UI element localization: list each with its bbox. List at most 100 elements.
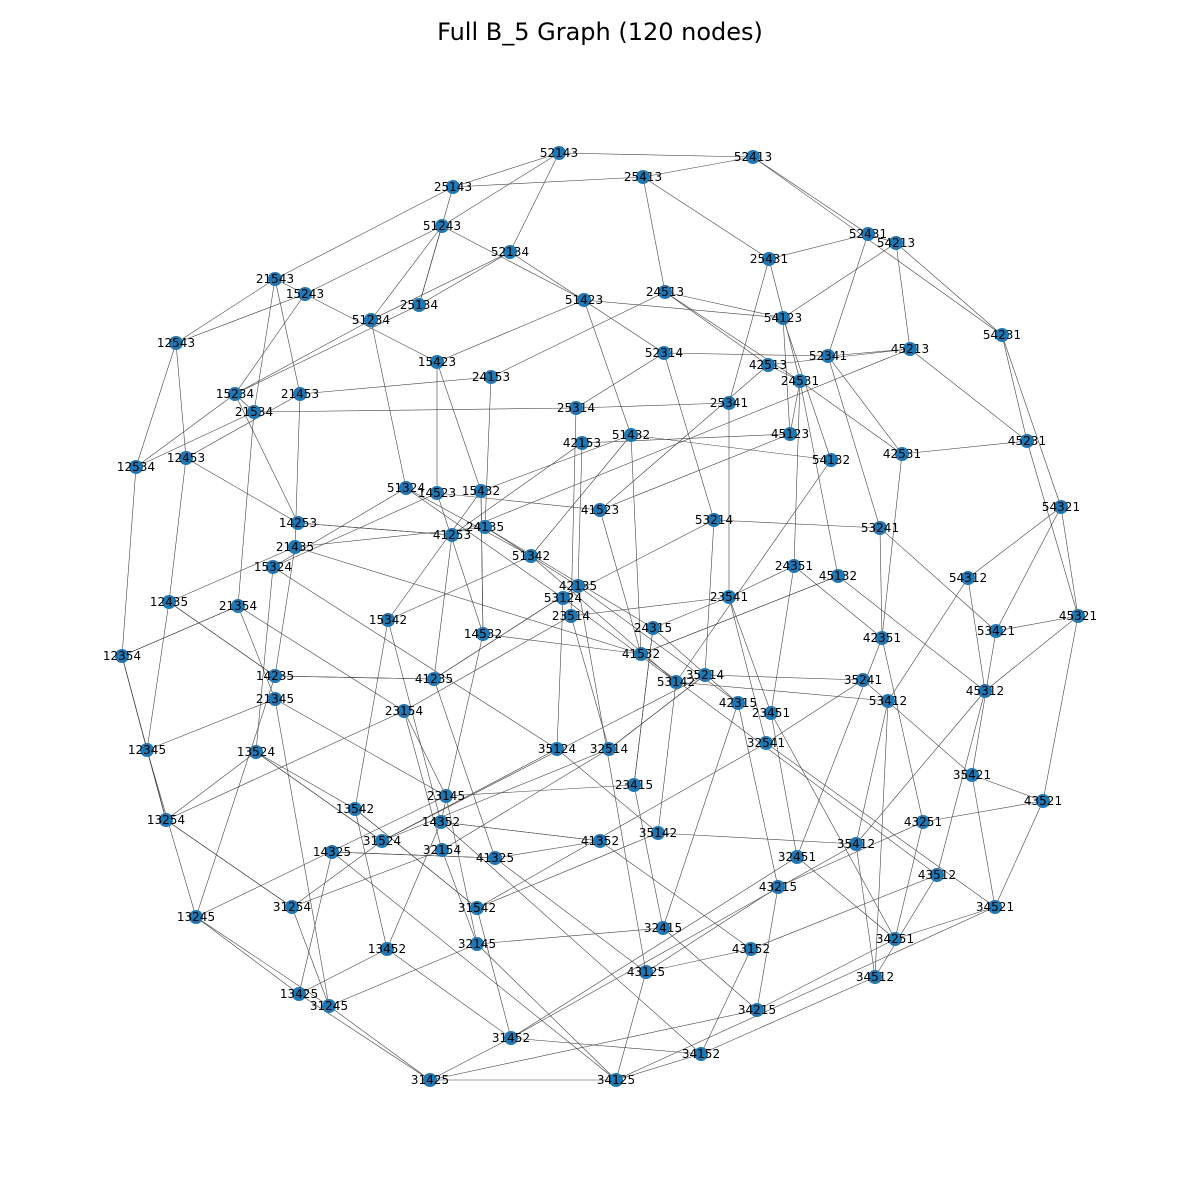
node-label: 21354 bbox=[219, 599, 257, 613]
graph-edge bbox=[433, 534, 453, 680]
node-label: 54321 bbox=[1042, 500, 1080, 514]
graph-edge bbox=[756, 938, 896, 1011]
graph-node bbox=[602, 742, 616, 756]
graph-node bbox=[903, 342, 917, 356]
node-label: 34215 bbox=[738, 1003, 776, 1017]
graph-node bbox=[564, 609, 578, 623]
graph-edge bbox=[767, 348, 911, 366]
graph-edge bbox=[765, 679, 864, 744]
graph-edge bbox=[121, 466, 137, 657]
node-label: 32451 bbox=[778, 850, 816, 864]
graph-edge bbox=[297, 522, 453, 536]
graph-edge bbox=[441, 225, 585, 301]
graph-edge bbox=[370, 225, 443, 321]
graph-edge bbox=[165, 819, 293, 908]
graph-edge bbox=[663, 352, 829, 357]
graph-edge bbox=[387, 490, 482, 621]
node-label: 24531 bbox=[781, 374, 819, 388]
node-label: 53241 bbox=[861, 521, 899, 535]
graph-node bbox=[550, 742, 564, 756]
graph-node bbox=[470, 901, 484, 915]
node-label: 15423 bbox=[418, 355, 456, 369]
graph-edge bbox=[855, 843, 876, 978]
node-label: 31254 bbox=[273, 900, 311, 914]
graph-edge bbox=[752, 156, 869, 235]
graph-edge bbox=[770, 712, 896, 940]
graph-edge bbox=[630, 434, 832, 461]
graph-edge bbox=[146, 749, 197, 918]
node-label: 34251 bbox=[876, 932, 914, 946]
graph-edge bbox=[298, 948, 388, 995]
graph-node bbox=[162, 595, 176, 609]
node-label: 23541 bbox=[710, 590, 748, 604]
node-label: 43125 bbox=[627, 965, 665, 979]
node-label: 35421 bbox=[953, 768, 991, 782]
graph-edge bbox=[272, 492, 438, 568]
graph-edge bbox=[887, 577, 969, 702]
node-label: 43152 bbox=[732, 942, 770, 956]
graph-node bbox=[916, 815, 930, 829]
node-label: 21345 bbox=[256, 692, 294, 706]
node-label: 45312 bbox=[966, 684, 1004, 698]
graph-node bbox=[478, 520, 492, 534]
graph-node bbox=[658, 285, 672, 299]
graph-edge bbox=[895, 242, 1003, 336]
graph-node bbox=[399, 481, 413, 495]
node-label: 12354 bbox=[103, 649, 141, 663]
graph-edge bbox=[827, 355, 881, 529]
graph-edge bbox=[971, 774, 1044, 802]
graph-edge bbox=[135, 342, 177, 468]
graph-edge bbox=[728, 596, 767, 744]
graph-edge bbox=[556, 597, 564, 750]
graph-edge bbox=[328, 943, 478, 1007]
graph-edge bbox=[354, 808, 478, 909]
graph-edge bbox=[175, 342, 187, 459]
graph-node bbox=[288, 540, 302, 554]
node-label: 53142 bbox=[657, 675, 695, 689]
graph-edge bbox=[630, 434, 642, 655]
graph-edge bbox=[274, 698, 447, 797]
graph-node bbox=[722, 590, 736, 604]
graph-node bbox=[746, 150, 760, 164]
node-label: 42531 bbox=[883, 447, 921, 461]
graph-edge bbox=[418, 251, 511, 306]
node-label: 32541 bbox=[747, 736, 785, 750]
graph-node bbox=[656, 921, 670, 935]
node-label: 32514 bbox=[590, 742, 628, 756]
graph-edge bbox=[354, 808, 388, 950]
graph-edge bbox=[441, 849, 478, 945]
graph-edge bbox=[793, 565, 883, 639]
node-label: 51234 bbox=[352, 313, 390, 327]
graph-node bbox=[430, 355, 444, 369]
graph-edge bbox=[234, 293, 306, 395]
graph-node bbox=[470, 937, 484, 951]
node-label: 25143 bbox=[434, 180, 472, 194]
graph-edge bbox=[165, 710, 405, 821]
graph-edge bbox=[135, 411, 255, 468]
graph-node bbox=[179, 451, 193, 465]
graph-edge bbox=[765, 742, 996, 908]
graph-edge bbox=[328, 1005, 431, 1081]
graph-edge bbox=[700, 976, 876, 1055]
graph-edge bbox=[615, 1053, 702, 1081]
graph-edge bbox=[895, 242, 911, 350]
graph-edge bbox=[299, 376, 492, 395]
graph-edge bbox=[386, 948, 512, 1039]
graph-edge bbox=[599, 509, 642, 655]
graph-edge bbox=[436, 492, 601, 511]
graph-edge bbox=[796, 637, 883, 858]
node-label: 25431 bbox=[750, 252, 788, 266]
graph-edge bbox=[387, 555, 532, 621]
graph-edge bbox=[294, 546, 642, 655]
graph-edge bbox=[331, 851, 496, 859]
graph-edge bbox=[633, 784, 664, 929]
graph-edge bbox=[995, 506, 1062, 632]
graph-edge bbox=[441, 152, 560, 227]
graph-node bbox=[397, 704, 411, 718]
graph-node bbox=[129, 460, 143, 474]
node-label: 54213 bbox=[877, 236, 915, 250]
graph-edge bbox=[562, 519, 715, 599]
graph-edge bbox=[195, 675, 276, 918]
graph-node bbox=[325, 845, 339, 859]
node-label: 34152 bbox=[682, 1047, 720, 1061]
